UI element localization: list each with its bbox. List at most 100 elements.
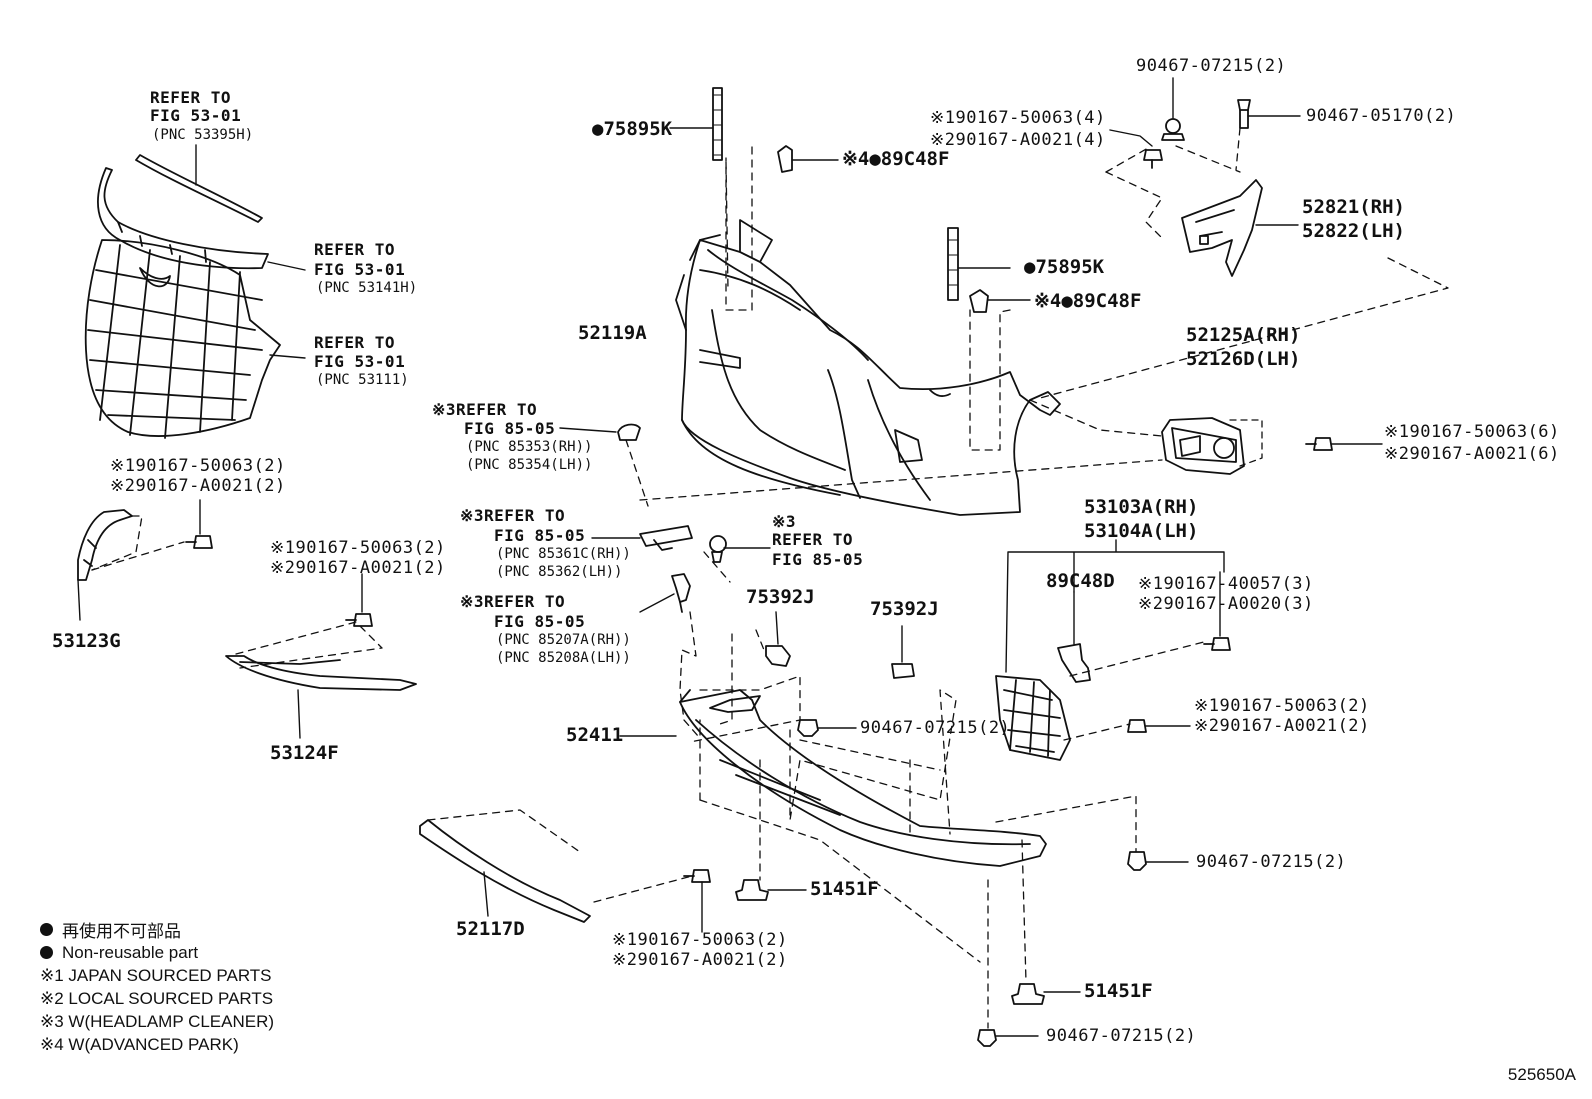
legend: 再使用不可部品 Non-reusable part ※1 JAPAN SOURC… bbox=[40, 918, 274, 1056]
part-90167-a0021-2b: ※290167-A0021(2) bbox=[270, 558, 446, 578]
clip-51451f-b bbox=[1011, 983, 1081, 1005]
ref-85207a-pnc: (PNC 85207A(RH)) bbox=[496, 632, 631, 648]
part-75895k-top: ●75895K bbox=[592, 118, 673, 140]
retainer-75392j-left bbox=[765, 611, 791, 667]
ref-85361-line2: FIG 85-05 bbox=[494, 526, 586, 545]
lower-spoiler-52411 bbox=[619, 689, 1047, 867]
ref-85362-pnc: (PNC 85362(LH)) bbox=[496, 564, 623, 580]
garnish-53123g bbox=[77, 509, 133, 621]
part-90167-a0021-4: ※290167-A0021(4) bbox=[930, 130, 1106, 150]
figure-id: 525650A bbox=[1507, 1065, 1576, 1084]
part-53104a: 53104A(LH) bbox=[1084, 520, 1199, 542]
ref-85353-pnc: (PNC 85353(RH)) bbox=[466, 439, 593, 455]
part-89c48d: 89C48D bbox=[1046, 570, 1115, 592]
bracket-leader-53103a bbox=[1005, 539, 1225, 673]
ref-53111-pnc: (PNC 53111) bbox=[316, 372, 409, 388]
ref-nozzle-line1: ※3 bbox=[772, 512, 797, 531]
part-53124f: 53124F bbox=[270, 742, 339, 764]
ref-53395h-line1: REFER TO bbox=[150, 88, 232, 107]
ref-85353-line1: ※3REFER TO bbox=[432, 400, 538, 419]
part-90167-50063-4: ※190167-50063(4) bbox=[930, 108, 1106, 128]
clip-90467-07215-mid bbox=[797, 719, 857, 737]
leader-lines-top-left bbox=[195, 144, 306, 359]
ref-53111-line1: REFER TO bbox=[314, 333, 396, 352]
ref-53141h-line1: REFER TO bbox=[314, 240, 396, 259]
ref-nozzle-line2: REFER TO bbox=[772, 530, 854, 549]
clip-90467-05170 bbox=[1237, 99, 1301, 129]
part-52126d: 52126D(LH) bbox=[1186, 348, 1301, 370]
screw-90167-right bbox=[1305, 437, 1383, 451]
legend-row-note4: ※4 W(ADVANCED PARK) bbox=[40, 1034, 239, 1054]
screw-90167-40057 bbox=[1203, 571, 1231, 651]
clip-90467-07215-top bbox=[1161, 77, 1185, 141]
legend-row-note2: ※2 LOCAL SOURCED PARTS bbox=[40, 988, 274, 1008]
headlamp-cleaner-nozzle-clip bbox=[709, 535, 771, 563]
retainer-89c48d bbox=[1057, 591, 1091, 683]
legend-row-non-reusable-en: Non-reusable part bbox=[40, 941, 274, 964]
part-52125a: 52125A(RH) bbox=[1186, 324, 1301, 346]
side-bracket-52821 bbox=[1181, 179, 1299, 277]
grille-molding-upper bbox=[135, 154, 263, 223]
part-53103a: 53103A(RH) bbox=[1084, 496, 1199, 518]
part-90167-a0021-2c: ※290167-A0021(2) bbox=[1194, 716, 1370, 736]
headlamp-cleaner-actuator bbox=[639, 573, 691, 613]
part-90167-50063-2a: ※190167-50063(2) bbox=[110, 456, 286, 476]
ref-85354-pnc: (PNC 85354(LH)) bbox=[466, 457, 593, 473]
headlamp-cleaner-bracket bbox=[591, 525, 693, 551]
bullet-dot-icon bbox=[40, 946, 53, 959]
part-90167-a0020: ※290167-A0020(3) bbox=[1138, 594, 1314, 614]
part-90167-a0021-2a: ※290167-A0021(2) bbox=[110, 476, 286, 496]
bullet-dot-icon bbox=[40, 923, 53, 936]
part-52119a: 52119A bbox=[578, 322, 647, 344]
part-90467-05170: 90467-05170(2) bbox=[1306, 106, 1457, 126]
screw-90167-52117d bbox=[683, 869, 711, 933]
front-bumper-cover bbox=[675, 219, 1061, 516]
sensor-retainer-89c48f bbox=[777, 145, 1031, 313]
ref-85353-line2: FIG 85-05 bbox=[464, 419, 556, 438]
part-51451f-b: 51451F bbox=[1084, 980, 1153, 1002]
part-89c48f-top: ※4●89C48F bbox=[842, 148, 950, 170]
part-90167-50063-2b: ※190167-50063(2) bbox=[270, 538, 446, 558]
fog-lamp-bracket bbox=[1161, 417, 1263, 475]
retainer-75392j-right bbox=[891, 625, 915, 679]
part-52821: 52821(RH) bbox=[1302, 196, 1405, 218]
part-90467-07215-bottom: 90467-07215(2) bbox=[1046, 1026, 1197, 1046]
ref-nozzle-line3: FIG 85-05 bbox=[772, 550, 864, 569]
part-52822: 52822(LH) bbox=[1302, 220, 1405, 242]
legend-row-note3: ※3 W(HEADLAMP CLEANER) bbox=[40, 1011, 275, 1031]
ref-85361-line1: ※3REFER TO bbox=[460, 506, 566, 525]
part-89c48f-mid: ※4●89C48F bbox=[1034, 290, 1142, 312]
part-90167-50063-2d: ※190167-50063(2) bbox=[612, 930, 788, 950]
ref-85361-pnc: (PNC 85361C(RH)) bbox=[496, 546, 631, 562]
ref-85208a-pnc: (PNC 85208A(LH)) bbox=[496, 650, 631, 666]
part-90167-40057: ※190167-40057(3) bbox=[1138, 574, 1314, 594]
lower-strip-52117d bbox=[419, 819, 591, 923]
part-90167-50063-6: ※190167-50063(6) bbox=[1384, 422, 1560, 442]
part-90167-a0021-2d: ※290167-A0021(2) bbox=[612, 950, 788, 970]
clip-90467-07215-bottom bbox=[977, 1029, 1039, 1047]
part-75392j-a: 75392J bbox=[746, 586, 815, 608]
part-90467-07215-mid: 90467-07215(2) bbox=[860, 718, 1011, 738]
part-52117d: 52117D bbox=[456, 918, 525, 940]
ref-53395h-line2: FIG 53-01 bbox=[150, 106, 242, 125]
clip-90467-07215-right bbox=[1127, 851, 1189, 871]
part-52411: 52411 bbox=[566, 724, 624, 746]
dashed-assembly-lines bbox=[91, 127, 1449, 1029]
ref-85207-line1: ※3REFER TO bbox=[460, 592, 566, 611]
grille-frame-strip bbox=[97, 167, 269, 270]
part-90467-07215-right: 90467-07215(2) bbox=[1196, 852, 1347, 872]
ref-53111-line2: FIG 53-01 bbox=[314, 352, 406, 371]
part-53123g: 53123G bbox=[52, 630, 121, 652]
legend-text: Non-reusable part bbox=[62, 942, 199, 962]
part-75392j-b: 75392J bbox=[870, 598, 939, 620]
headlamp-cleaner-cover bbox=[559, 423, 641, 441]
clip-51451f-a bbox=[735, 879, 807, 901]
legend-row-note1: ※1 JAPAN SOURCED PARTS bbox=[40, 965, 272, 985]
tape-strip-75895k bbox=[669, 87, 1011, 301]
lower-grille-53103a bbox=[995, 675, 1071, 761]
screw-90167-lower-grille bbox=[1127, 719, 1191, 733]
radiator-grille bbox=[84, 239, 281, 439]
part-90167-50063-2c: ※190167-50063(2) bbox=[1194, 696, 1370, 716]
